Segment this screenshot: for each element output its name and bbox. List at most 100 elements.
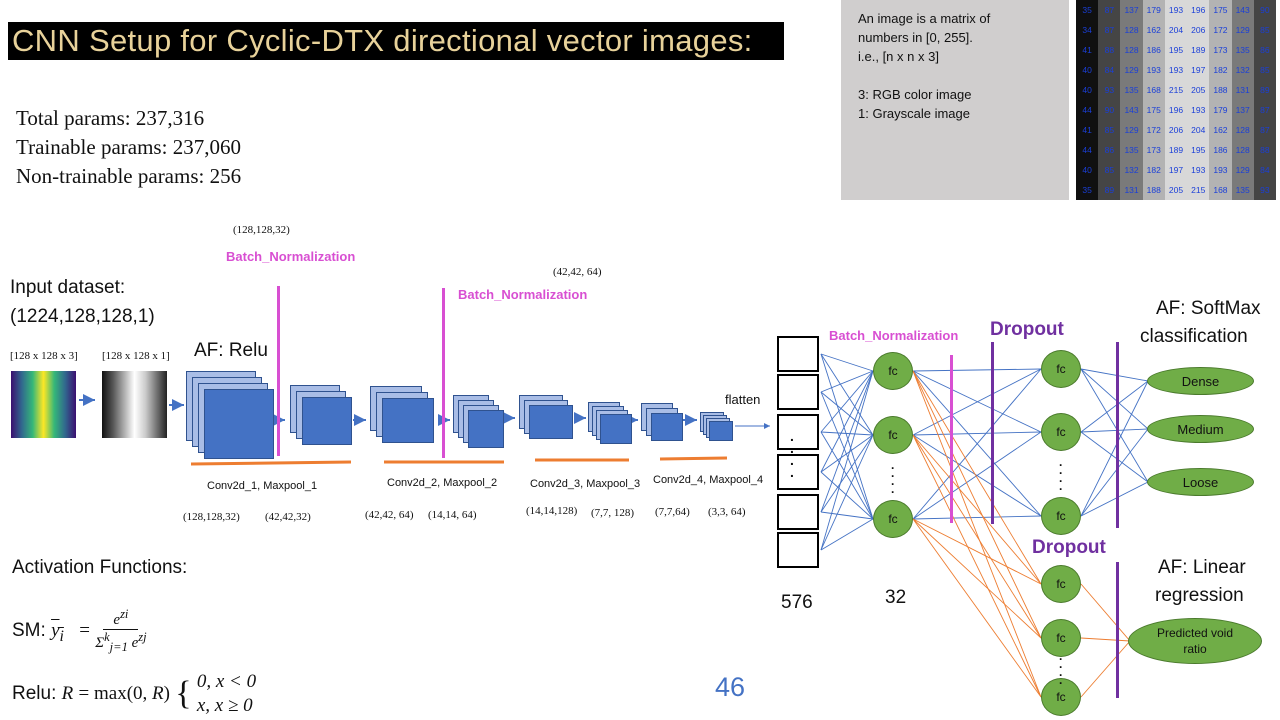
network-edge [1080,428,1149,517]
network-edge [820,431,874,520]
matrix-cell: 186 [1142,40,1165,60]
network-edge [1080,637,1131,642]
conv-feature-map [468,410,504,448]
matrix-cell: 129 [1120,120,1143,140]
network-edge [820,370,874,473]
af-relu-label: AF: Relu [194,340,268,361]
fc-node: fc [1041,350,1081,388]
network-edge [820,370,874,393]
dim-label-top: (128,128,32) [233,224,290,236]
flatten-cell [777,374,819,410]
info-line: 3: RGB color image [858,87,972,102]
output-class-loose: Loose [1147,468,1254,496]
matrix-cell: 193 [1187,160,1210,180]
matrix-cell: 87 [1098,20,1121,40]
relu-formula: Relu: R = max(0, R) { 0, x < 0 x, x ≥ 0 [12,671,257,716]
matrix-cell: 197 [1187,60,1210,80]
matrix-cell: 88 [1098,40,1121,60]
matrix-cell: 186 [1209,140,1232,160]
matrix-cell: 179 [1142,0,1165,20]
regression-label: ratio [1183,642,1207,656]
network-edge [912,518,1042,639]
network-edge [820,434,874,513]
matrix-cell: 188 [1142,180,1165,200]
fc-node: fc [1041,678,1081,716]
matrix-cell: 195 [1187,140,1210,160]
network-edge [1080,368,1149,483]
rgb-input-image [11,371,76,438]
matrix-cell: 172 [1209,20,1232,40]
batch-norm-line [950,355,953,523]
network-edge [912,368,1042,436]
info-line: i.e., [n x n x 3] [858,49,939,64]
matrix-cell: 132 [1120,160,1143,180]
conv-feature-map [600,414,632,444]
matrix-cell: 173 [1209,40,1232,60]
matrix-cell: 193 [1209,160,1232,180]
matrix-cell: 172 [1142,120,1165,140]
matrix-cell: 87 [1253,100,1276,120]
dropout-line [1116,562,1119,698]
network-edge [820,370,874,433]
network-edge [820,370,874,513]
network-edge [820,434,874,551]
matrix-cell: 89 [1253,80,1276,100]
stage-dim: (14,14,128) [526,505,578,517]
matrix-cell: 87 [1253,120,1276,140]
stage-dim: (7,7,64) [655,506,690,518]
trainable-params: Trainable params: 237,060 [16,135,241,159]
matrix-cell: 175 [1142,100,1165,120]
network-edge [1080,380,1149,433]
matrix-cell: 88 [1253,140,1276,160]
total-params: Total params: 237,316 [16,106,205,130]
matrix-cell: 168 [1142,80,1165,100]
flatten-label: flatten [725,392,761,407]
matrix-cell: 162 [1142,20,1165,40]
fc-ellipsis: .... [891,458,895,496]
conv-feature-map [302,397,352,445]
matrix-cell: 86 [1253,40,1276,60]
network-edge [1080,481,1149,517]
flatten-cell [777,454,819,490]
network-edge [912,434,1042,585]
network-edge [1080,640,1131,698]
matrix-cell: 196 [1164,100,1188,120]
matrix-cell: 89 [1098,180,1121,200]
network-edge [912,518,1042,698]
matrix-cell: 206 [1164,120,1188,140]
matrix-cell: 40 [1076,60,1099,80]
matrix-cell: 35 [1076,0,1099,20]
output-class-dense: Dense [1147,367,1254,395]
network-edge [912,515,1042,520]
fc-node: fc [873,500,913,538]
network-edge [1080,380,1149,517]
matrix-cell: 206 [1187,20,1210,40]
matrix-cell: 137 [1120,0,1143,20]
params-summary: Total params: 237,316 Trainable params: … [16,104,241,191]
flatten-cell [777,494,819,530]
dropout-line [991,342,994,524]
info-line: 1: Grayscale image [858,106,970,121]
conv-feature-map [651,413,683,441]
matrix-cell: 196 [1187,0,1210,20]
matrix-cell: 188 [1209,80,1232,100]
batch-norm-label: Batch_Normalization [226,249,356,264]
conv-feature-map [382,398,434,443]
matrix-cell: 193 [1164,60,1188,80]
conv-feature-map [204,389,274,459]
matrix-cell: 215 [1164,80,1188,100]
image-info-box: An image is a matrix of numbers in [0, 2… [841,0,1069,200]
matrix-cell: 205 [1164,180,1188,200]
matrix-cell: 204 [1164,20,1188,40]
network-edge [912,370,1042,585]
stage-label: Conv2d_2, Maxpool_2 [387,477,498,489]
matrix-cell: 189 [1164,140,1188,160]
conv-feature-map [709,421,733,441]
activation-heading: Activation Functions: [12,557,188,578]
matrix-cell: 128 [1120,20,1143,40]
matrix-cell: 193 [1187,100,1210,120]
input-dataset-shape: (1224,128,128,1) [10,306,155,327]
batch-norm-line [442,288,445,458]
matrix-cell: 193 [1164,0,1188,20]
